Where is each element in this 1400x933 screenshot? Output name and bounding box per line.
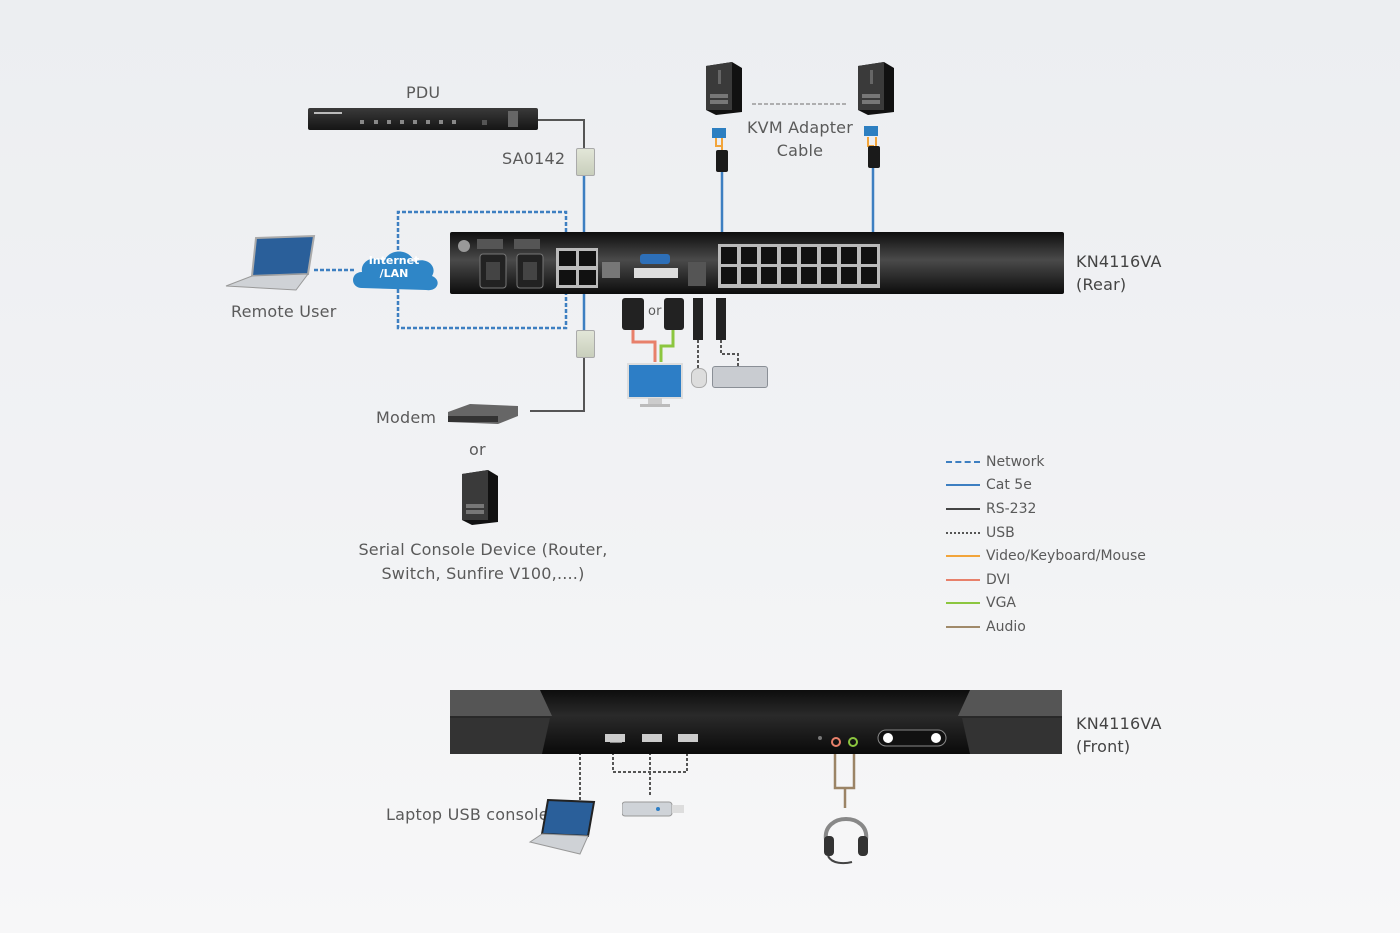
legend-item: DVI xyxy=(946,568,1146,592)
front-view-name: (Front) xyxy=(1076,737,1131,756)
legend-label: Video/Keyboard/Mouse xyxy=(986,548,1146,565)
sa0142-label: SA0142 xyxy=(502,149,566,168)
vga-connector xyxy=(664,298,684,330)
legend-label: DVI xyxy=(986,571,1011,588)
kn4116va-front-unit xyxy=(450,690,1062,754)
internet-label: Internet xyxy=(368,254,420,267)
legend-item: RS-232 xyxy=(946,497,1146,521)
legend-swatch xyxy=(946,531,980,534)
usb-port-1 xyxy=(605,734,625,742)
kvm-adapter-vga-connector xyxy=(864,126,878,136)
headset-icon xyxy=(823,817,869,865)
monitor-icon xyxy=(627,363,683,407)
usb-plug-mouse xyxy=(693,298,703,340)
legend-swatch xyxy=(946,484,980,487)
rear-view-name: (Rear) xyxy=(1076,275,1127,294)
serial-console-device-icon xyxy=(462,470,498,525)
pdu-label: PDU xyxy=(406,83,441,102)
legend-swatch xyxy=(946,625,980,628)
front-model-name: KN4116VA xyxy=(1076,714,1162,733)
kn4116va-rear-unit xyxy=(450,232,1064,294)
rs232-cable-modem xyxy=(530,355,585,412)
cloud-icon xyxy=(353,251,438,291)
laptop-usb-console-label: Laptop USB console xyxy=(386,805,549,824)
legend-item: Network xyxy=(946,450,1146,474)
rs232-cable-pdu xyxy=(538,119,585,150)
serial-console-label: Serial Console Device (Router, Switch, S… xyxy=(340,538,626,586)
legend-label: USB xyxy=(986,524,1015,541)
legend-swatch xyxy=(946,507,980,510)
kvm-adapter-module xyxy=(868,146,880,168)
dvi-cable xyxy=(631,329,657,362)
dvi-connector xyxy=(622,298,644,330)
legend-swatch xyxy=(946,602,980,605)
legend-label: Audio xyxy=(986,618,1026,635)
server-icon xyxy=(706,62,742,115)
or-video-label: or xyxy=(648,304,662,319)
usb-flash-drive-icon xyxy=(622,801,684,817)
legend-swatch xyxy=(946,460,980,463)
internet-lan-label: Internet /LAN xyxy=(358,254,430,280)
legend-item: Video/Keyboard/Mouse xyxy=(946,544,1146,568)
serial-console-line1: Serial Console Device (Router, xyxy=(358,540,608,559)
kvm-adapter-cable-label: KVM Adapter Cable xyxy=(738,116,862,162)
usb-port-2 xyxy=(642,734,662,742)
legend-item: Audio xyxy=(946,615,1146,639)
server-icon xyxy=(858,62,894,115)
kvm-adapter-label-line1: KVM Adapter xyxy=(746,118,853,137)
vga-cable xyxy=(659,329,675,362)
modem-label: Modem xyxy=(376,408,437,427)
rear-model-label: KN4116VA (Rear) xyxy=(1076,250,1162,296)
kvm-port-grid xyxy=(721,247,877,284)
kvm-adapter-label-line2: Cable xyxy=(776,141,824,160)
mouse-icon xyxy=(691,368,707,388)
legend-label: Network xyxy=(986,453,1045,470)
usb-port-3 xyxy=(678,734,698,742)
serial-console-line2: Switch, Sunfire V100,....) xyxy=(381,564,585,583)
keyboard-icon xyxy=(712,366,768,388)
legend-item: USB xyxy=(946,521,1146,545)
modem-icon xyxy=(448,404,518,424)
rear-model-name: KN4116VA xyxy=(1076,252,1162,271)
legend-item: Cat 5e xyxy=(946,474,1146,498)
legend-label: RS-232 xyxy=(986,500,1037,517)
kvm-adapter-module xyxy=(716,150,728,172)
sa0142-adapter-top xyxy=(576,148,595,176)
lan-label: /LAN xyxy=(379,267,409,280)
remote-user-label: Remote User xyxy=(231,302,337,321)
legend-label: VGA xyxy=(986,595,1017,612)
kvm-adapter-vga-connector xyxy=(712,128,726,138)
laptop-icon xyxy=(225,234,316,291)
legend-item: VGA xyxy=(946,592,1146,616)
legend-swatch xyxy=(946,578,980,581)
pdu-device xyxy=(308,108,538,130)
usb-plug-keyboard xyxy=(716,298,726,340)
front-model-label: KN4116VA (Front) xyxy=(1076,712,1162,758)
legend-label: Cat 5e xyxy=(986,477,1032,494)
usb-cable-keyboard xyxy=(720,340,739,366)
or-serial-label: or xyxy=(469,440,486,459)
sa0142-adapter-bottom xyxy=(576,330,595,358)
laptop-usb-console-icon xyxy=(528,798,596,855)
network-cable-bottom xyxy=(396,283,568,330)
legend-swatch xyxy=(946,555,980,558)
